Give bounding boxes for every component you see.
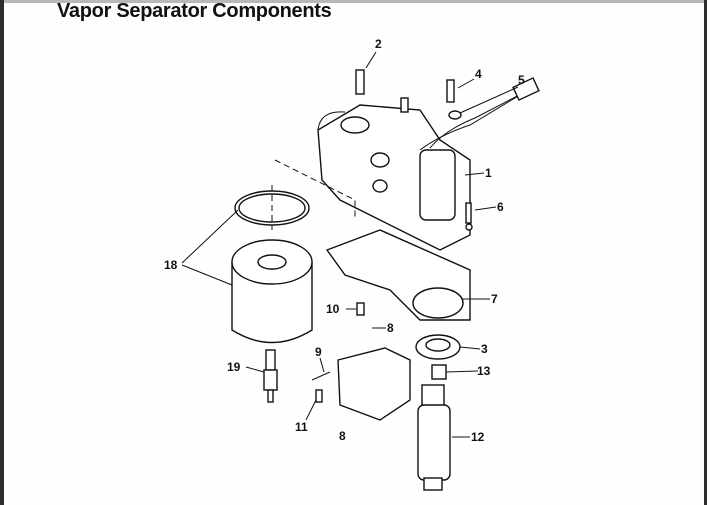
- leader-lines: [181, 51, 519, 438]
- window-right-border: [704, 0, 707, 505]
- callout-19: 19: [227, 360, 241, 374]
- callout-6: 6: [497, 200, 504, 214]
- spark-plug: [263, 349, 278, 403]
- window-left-border: [0, 0, 4, 505]
- seal-ring: [415, 334, 461, 360]
- callout-1: 1: [485, 166, 492, 180]
- vapor-separator-body: [317, 69, 540, 251]
- callout-13: 13: [477, 364, 491, 378]
- pin: [311, 371, 331, 381]
- callout-8b: 8: [339, 429, 346, 443]
- callout-8a: 8: [387, 321, 394, 335]
- page-title: Vapor Separator Components: [57, 0, 332, 22]
- callout-9: 9: [315, 345, 322, 359]
- gasket-plate: [325, 229, 471, 321]
- callout-4: 4: [475, 67, 482, 81]
- window-top-bar: [0, 0, 707, 3]
- callout-18: 18: [164, 258, 178, 272]
- sleeve: [431, 364, 447, 380]
- callout-7: 7: [491, 292, 498, 306]
- callout-2: 2: [375, 37, 382, 51]
- fuel-pump: [417, 384, 451, 491]
- callout-11: 11: [295, 420, 308, 434]
- pump-cover: [337, 347, 411, 421]
- drain-fitting: [356, 302, 365, 316]
- callout-12: 12: [471, 430, 485, 444]
- screw: [315, 389, 323, 403]
- fuel-filter: [231, 159, 356, 344]
- callout-5: 5: [518, 73, 525, 87]
- callout-10: 10: [326, 302, 340, 316]
- callout-3: 3: [481, 342, 488, 356]
